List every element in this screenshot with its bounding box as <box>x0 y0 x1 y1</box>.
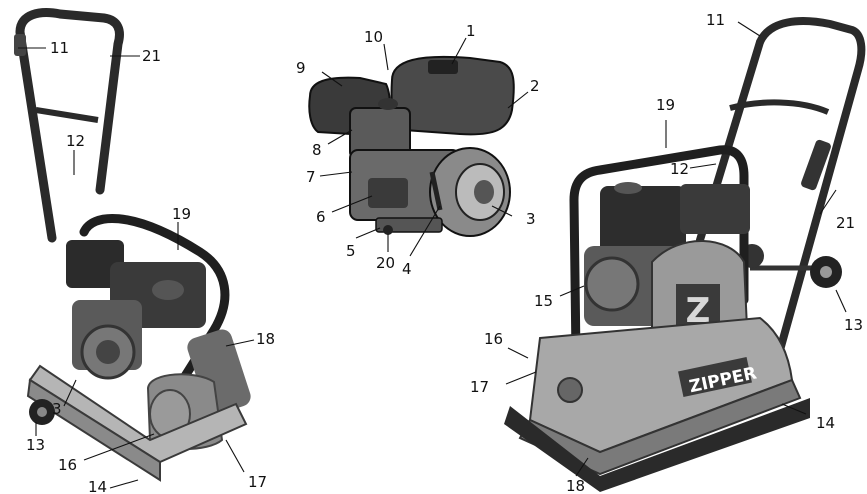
left-fuel-cap <box>152 280 184 300</box>
callout-left-21: 21 <box>142 47 161 65</box>
right-air-filter <box>680 184 750 234</box>
callout-right-11: 11 <box>706 11 725 29</box>
callout-right-21: 21 <box>836 214 855 232</box>
right-fuel-tank <box>600 186 686 256</box>
engine-figure <box>308 55 515 237</box>
engine-carburetor <box>368 178 408 208</box>
callout-right-15: 15 <box>534 292 553 310</box>
leader-lines <box>18 21 847 489</box>
callout-right-16: 16 <box>484 330 503 348</box>
callout-engine-4: 4 <box>402 260 412 278</box>
callout-engine-20: 20 <box>376 254 395 272</box>
callout-engine-2: 2 <box>530 77 540 95</box>
callout-left-11: 11 <box>50 39 69 57</box>
callout-right-14: 14 <box>816 414 835 432</box>
right-compactor-figure: Z ZIPPER <box>504 17 866 492</box>
right-safety-bar <box>569 145 749 361</box>
right-handle-grip <box>801 139 831 191</box>
callout-left-19: 19 <box>172 205 191 223</box>
right-recoil-starter <box>584 256 640 312</box>
callouts: 11 21 12 19 18 3 13 16 14 17 10 1 9 2 8 … <box>26 11 863 494</box>
callout-left-17: 17 <box>248 473 267 491</box>
callout-engine-7: 7 <box>306 168 316 186</box>
callout-left-13: 13 <box>26 436 45 454</box>
callout-engine-9: 9 <box>296 59 306 77</box>
callout-right-13: 13 <box>844 316 863 334</box>
callout-engine-10: 10 <box>364 28 383 46</box>
callout-engine-3: 3 <box>526 210 536 228</box>
callout-left-14: 14 <box>88 478 107 494</box>
right-handle-bar <box>756 17 866 354</box>
callout-left-3: 3 <box>52 400 62 418</box>
callout-left-12: 12 <box>66 132 85 150</box>
left-fuel-tank <box>66 240 124 288</box>
callout-engine-8: 8 <box>312 141 322 159</box>
left-throttle-lever <box>14 34 26 56</box>
callout-engine-6: 6 <box>316 208 326 226</box>
left-compactor-figure <box>14 8 251 482</box>
callout-right-17: 17 <box>470 378 489 396</box>
callout-right-19: 19 <box>656 96 675 114</box>
callout-engine-5: 5 <box>346 242 356 260</box>
callout-right-12: 12 <box>670 160 689 178</box>
callout-engine-1: 1 <box>466 22 476 40</box>
left-handle-bar <box>15 8 124 195</box>
engine-tank-cap <box>428 60 458 74</box>
callout-left-16: 16 <box>58 456 77 474</box>
left-safety-bar <box>79 214 230 405</box>
callout-right-18: 18 <box>566 477 585 494</box>
engine-oil-drain <box>383 225 393 235</box>
callout-left-18: 18 <box>256 330 275 348</box>
